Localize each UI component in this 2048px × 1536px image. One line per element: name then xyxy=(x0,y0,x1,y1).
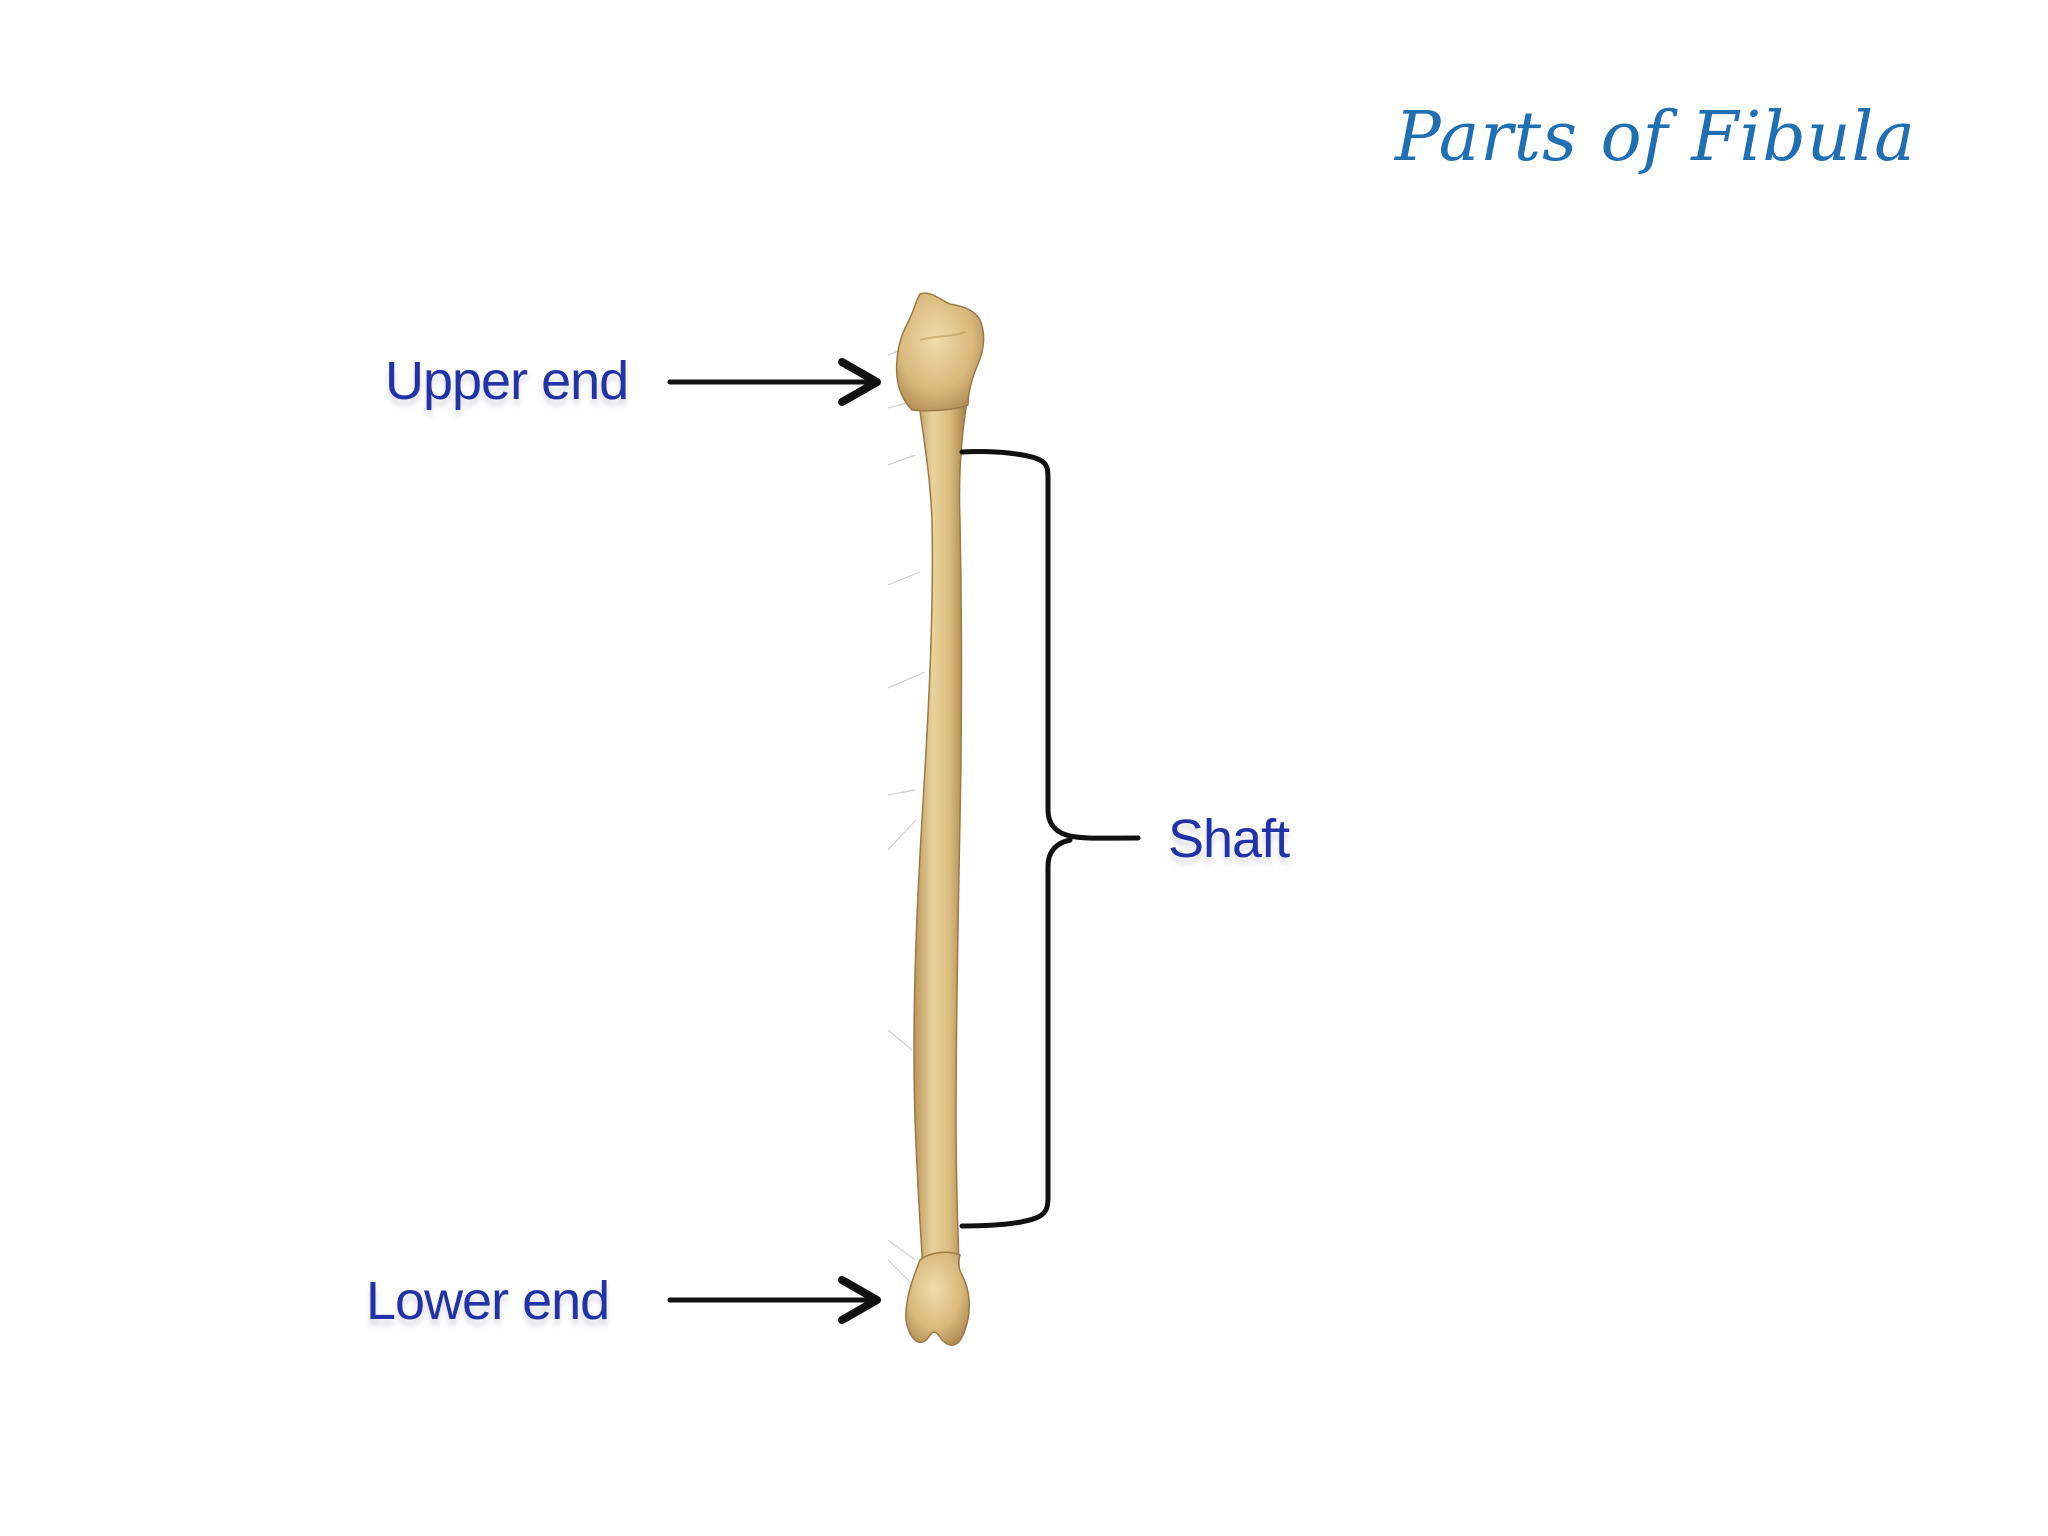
label-upper-end: Upper end xyxy=(385,351,629,411)
fibula-lower-end xyxy=(905,1251,970,1346)
label-lower-end: Lower end xyxy=(366,1271,610,1331)
shaft-brace xyxy=(959,449,1141,1229)
label-shaft: Shaft xyxy=(1168,809,1290,869)
slide-title: Parts of Fibula xyxy=(1395,98,1916,177)
fibula-shaft-shape xyxy=(913,394,969,1291)
